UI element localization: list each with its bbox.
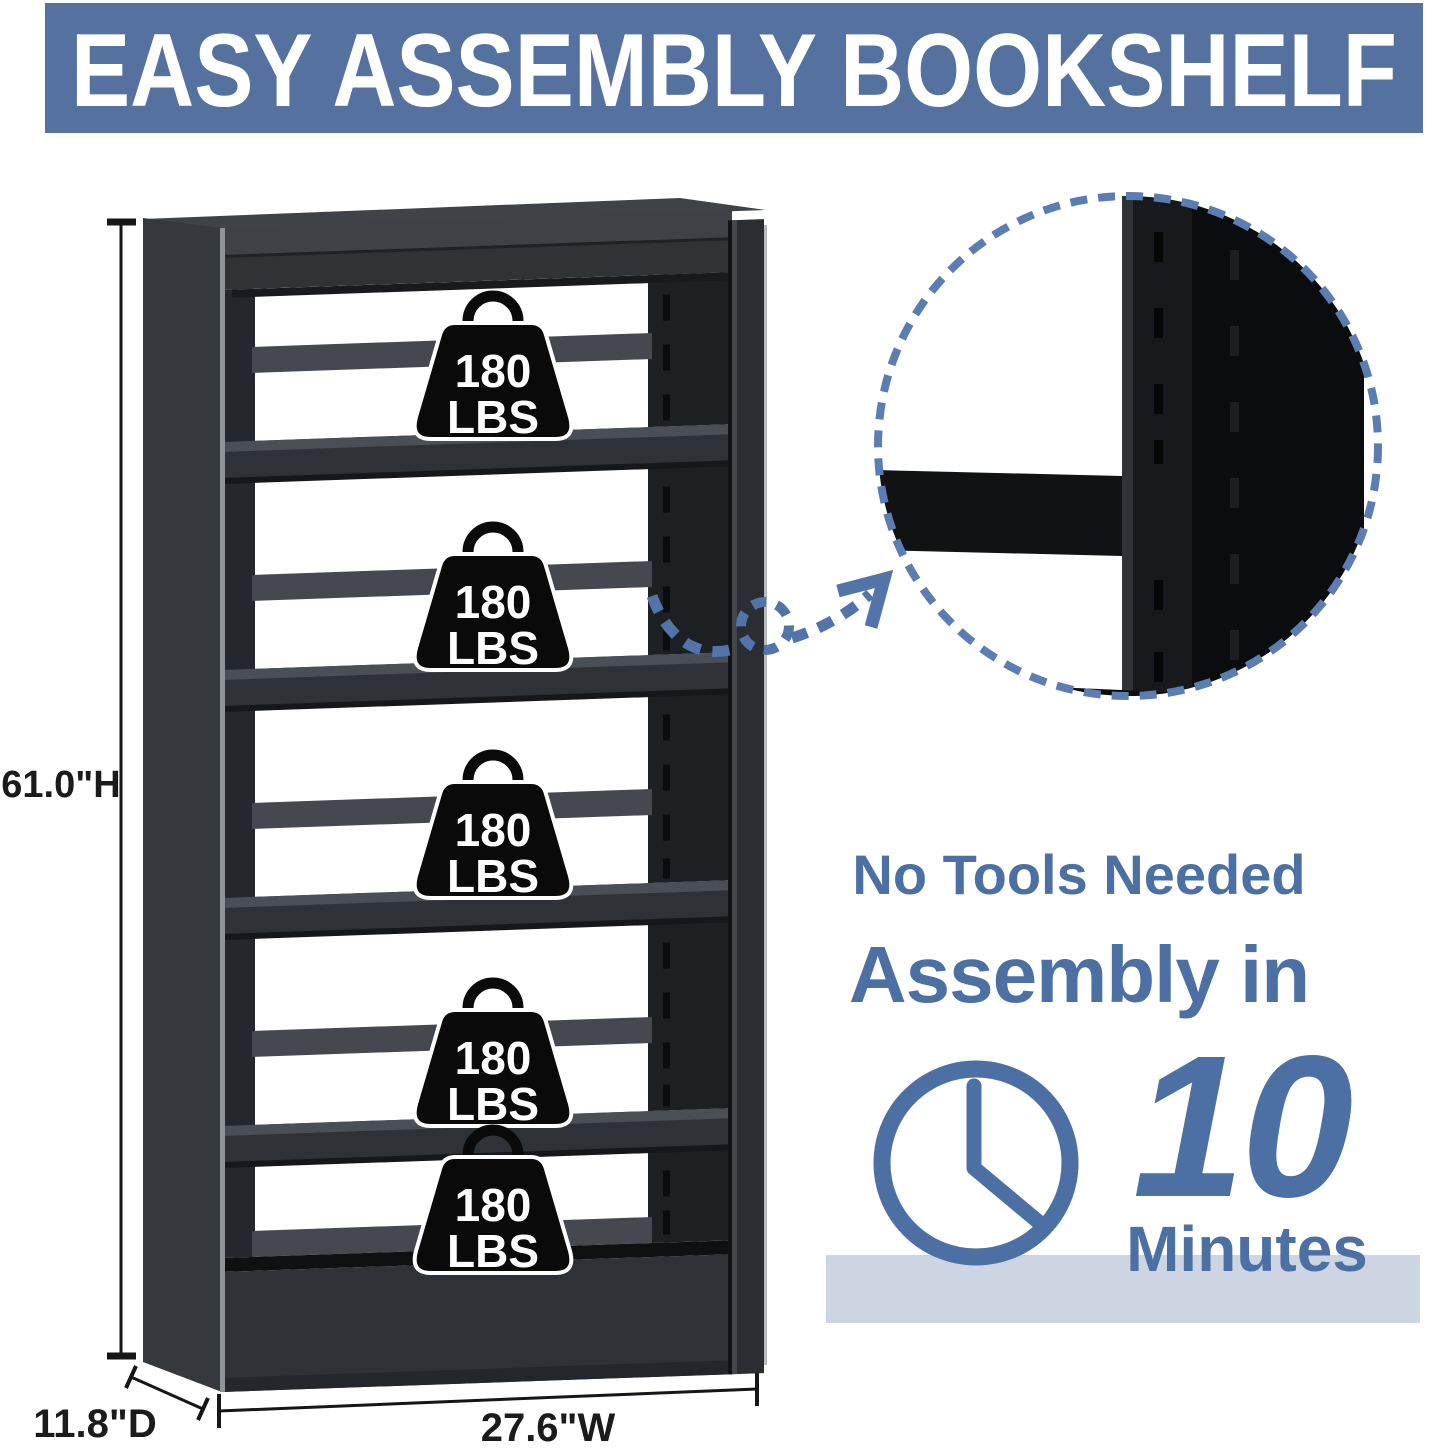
shelf-left-panel [143, 218, 222, 1392]
svg-text:LBS: LBS [447, 1078, 539, 1130]
weight-badges: 180 LBS 180 LBS 180 LBS [412, 290, 574, 1277]
svg-text:LBS: LBS [447, 850, 539, 902]
svg-text:180: 180 [455, 1032, 532, 1084]
badge-unit: LBS [447, 391, 539, 443]
svg-text:180: 180 [455, 1179, 532, 1231]
promo-headline-no-tools: No Tools Needed [852, 843, 1306, 906]
weight-icon: 180 LBS [412, 290, 574, 443]
bookshelf-graphic: 180 LBS 180 LBS 180 LBS [143, 198, 767, 1393]
svg-text:180: 180 [455, 576, 532, 628]
zoom-callout-circle [874, 192, 1382, 700]
height-dimension-label: 61.0"H [1, 764, 121, 806]
weight-icon: 180 LBS [412, 521, 574, 674]
curved-dashed-arrow [646, 569, 894, 657]
svg-text:180: 180 [455, 804, 532, 856]
depth-dimension-label: 11.8"D [33, 1402, 157, 1446]
badge-value: 180 [455, 345, 532, 397]
dimension-lines [107, 218, 759, 1428]
banner-title-svg: EASY ASSEMBLY BOOKSHELF [71, 13, 1397, 129]
svg-text:LBS: LBS [447, 622, 539, 674]
weight-icon: 180 LBS [412, 749, 574, 902]
width-dimension-label: 27.6"W [480, 1406, 616, 1449]
clock-icon [873, 1060, 1079, 1266]
weight-icon: 180 LBS [412, 1124, 574, 1277]
promo-headline-assembly: Assembly in [848, 930, 1310, 1019]
svg-text:LBS: LBS [447, 1225, 539, 1277]
promo-duration-unit: Minutes [1126, 1213, 1368, 1285]
promo-duration-value: 10 [1132, 1013, 1354, 1239]
banner: EASY ASSEMBLY BOOKSHELF [45, 3, 1423, 133]
banner-title: EASY ASSEMBLY BOOKSHELF [71, 13, 1397, 129]
weight-icon: 180 LBS [412, 977, 574, 1130]
shelf-top-face [143, 198, 766, 229]
highlight-band [826, 1255, 1420, 1323]
inset-shelf-arm [878, 470, 1122, 556]
